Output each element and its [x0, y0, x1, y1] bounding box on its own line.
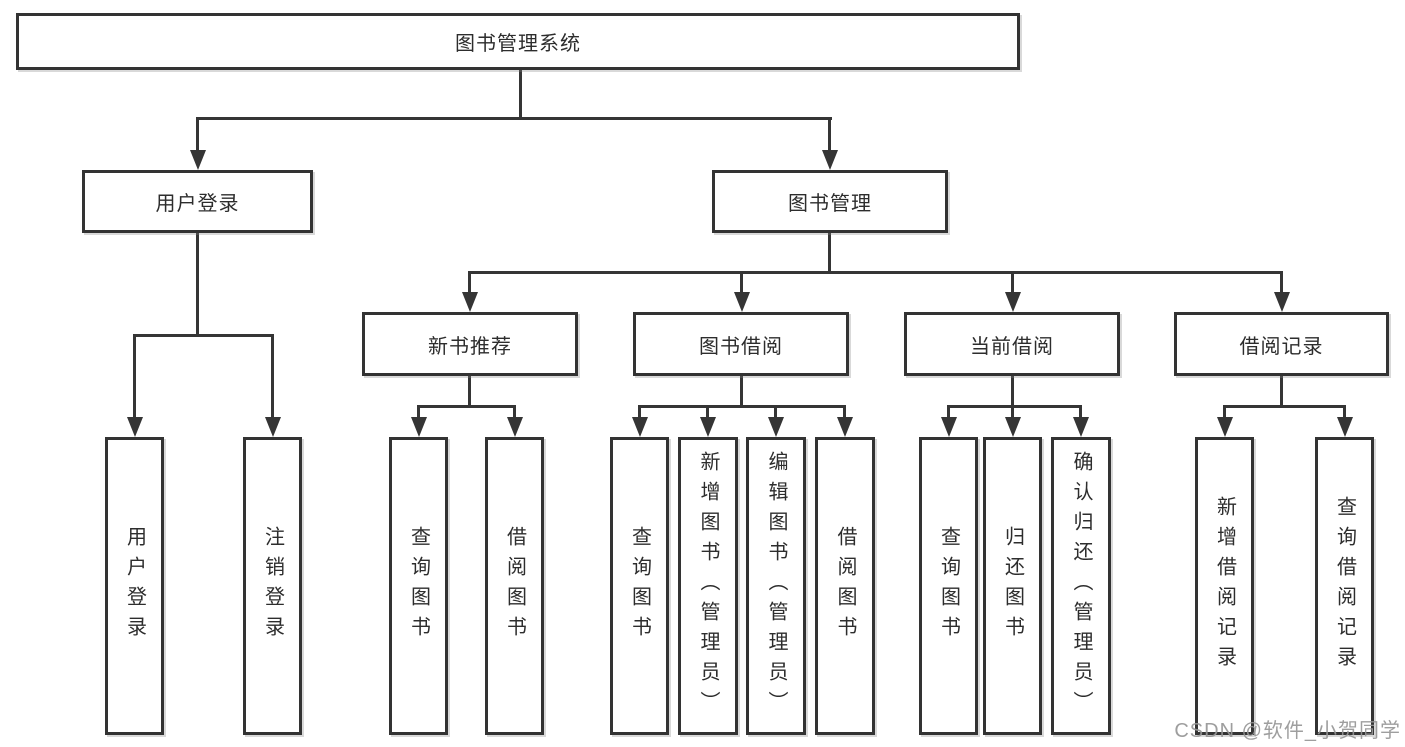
arrow-connector: [1280, 271, 1283, 292]
arrow-connector: [706, 405, 709, 417]
leaf-label: 新增图书（管理员）: [697, 451, 719, 721]
node-book-management: 图书管理: [712, 170, 948, 233]
arrow-connector: [417, 405, 420, 417]
connector-line: [196, 233, 199, 336]
connector-line: [947, 405, 1081, 408]
node-book-borrow: 图书借阅: [633, 312, 849, 376]
node-borrow-record: 借阅记录: [1174, 312, 1389, 376]
arrow-connector: [1011, 405, 1014, 417]
arrow-connector: [271, 334, 274, 417]
leaf-label: 归还图书: [1001, 526, 1024, 646]
connector-line: [638, 405, 846, 408]
arrow-connector: [196, 117, 199, 150]
leaf-edit-book-admin: 编辑图书（管理员）: [746, 437, 806, 735]
arrow-connector: [828, 117, 831, 150]
leaf-add-borrow-record: 新增借阅记录: [1195, 437, 1254, 735]
arrow-connector: [947, 405, 950, 417]
arrow-connector: [133, 334, 136, 417]
leaf-logout: 注销登录: [243, 437, 302, 735]
leaf-add-book-admin: 新增图书（管理员）: [678, 437, 738, 735]
leaf-label: 确认归还（管理员）: [1070, 451, 1092, 721]
node-label: 借阅记录: [1239, 335, 1324, 358]
arrow-connector: [1343, 405, 1346, 417]
connector-line: [1280, 376, 1283, 407]
arrow-connector: [774, 405, 777, 417]
node-label: 图书借阅: [699, 335, 783, 358]
arrow-connector: [638, 405, 641, 417]
node-root-label: 图书管理系统: [455, 33, 581, 55]
leaf-query-book: 查询图书: [919, 437, 978, 735]
leaf-query-book: 查询图书: [389, 437, 448, 735]
arrow-connector: [1223, 405, 1226, 417]
leaf-confirm-return-admin: 确认归还（管理员）: [1051, 437, 1111, 735]
connector-line: [828, 233, 831, 273]
node-label: 图书管理: [788, 193, 872, 215]
node-label: 用户登录: [155, 193, 240, 215]
leaf-label: 查询图书: [937, 526, 960, 646]
leaf-return-book: 归还图书: [983, 437, 1042, 735]
leaf-query-borrow-record: 查询借阅记录: [1315, 437, 1374, 735]
arrow-connector: [740, 271, 743, 292]
node-root: 图书管理系统: [16, 13, 1020, 70]
arrow-connector: [843, 405, 846, 417]
connector-line: [740, 376, 743, 407]
connector-line: [468, 271, 1283, 274]
connector-line: [519, 69, 522, 120]
leaf-user-login: 用户登录: [105, 437, 164, 735]
connector-line: [468, 376, 471, 407]
leaf-label: 新增借阅记录: [1213, 496, 1236, 676]
leaf-label: 注销登录: [261, 526, 284, 646]
arrow-connector: [1079, 405, 1082, 417]
connector-line: [1223, 405, 1346, 408]
leaf-borrow-book: 借阅图书: [815, 437, 875, 735]
arrow-connector: [1011, 271, 1014, 292]
node-user-login-branch: 用户登录: [82, 170, 313, 233]
leaf-label: 借阅图书: [503, 526, 526, 646]
node-label: 新书推荐: [428, 335, 512, 358]
arrow-connector: [468, 271, 471, 292]
node-new-book-recommend: 新书推荐: [362, 312, 578, 376]
csdn-watermark: CSDN @软件_小贺同学: [1174, 720, 1401, 742]
connector-line: [196, 117, 832, 120]
connector-line: [1011, 376, 1014, 407]
leaf-query-book: 查询图书: [610, 437, 669, 735]
arrow-connector: [513, 405, 516, 417]
node-current-borrow: 当前借阅: [904, 312, 1120, 376]
leaf-label: 查询图书: [628, 526, 651, 646]
leaf-label: 查询图书: [407, 526, 430, 646]
leaf-label: 借阅图书: [834, 526, 856, 646]
leaf-label: 查询借阅记录: [1333, 496, 1356, 676]
leaf-borrow-book: 借阅图书: [485, 437, 544, 735]
leaf-label: 用户登录: [123, 526, 146, 646]
connector-line: [417, 405, 516, 408]
connector-line: [133, 334, 274, 337]
leaf-label: 编辑图书（管理员）: [765, 451, 787, 721]
node-label: 当前借阅: [970, 335, 1054, 358]
